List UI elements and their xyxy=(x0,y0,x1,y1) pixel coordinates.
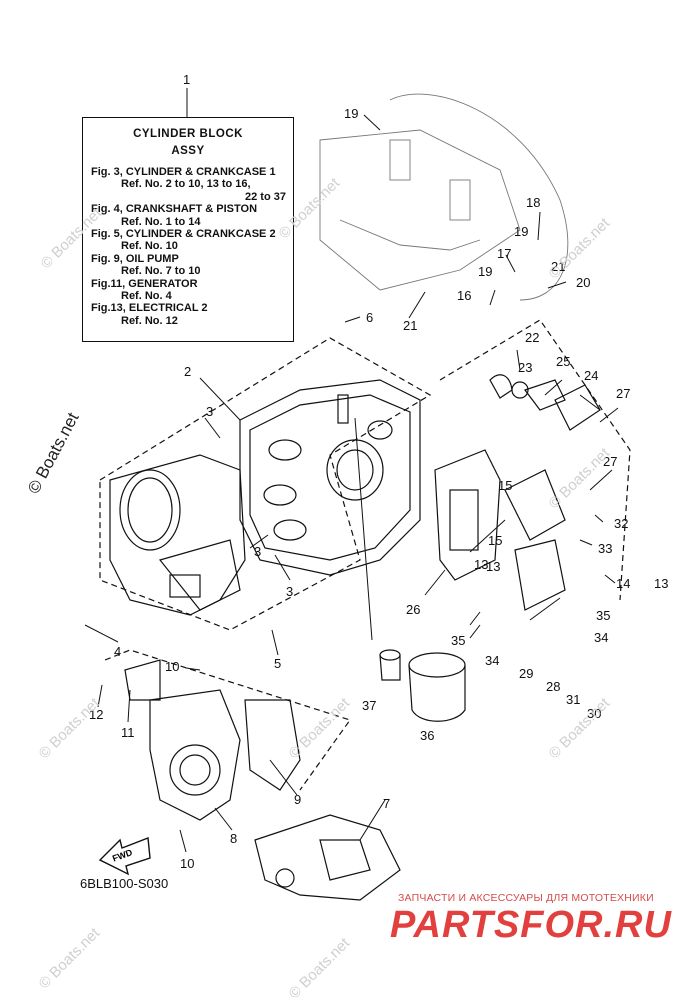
callout-label: 3 xyxy=(254,544,261,559)
callout-label: 19 xyxy=(478,264,492,279)
legend-box: CYLINDER BLOCK ASSY Fig. 3, CYLINDER & C… xyxy=(82,117,294,342)
callout-label: 8 xyxy=(230,831,237,846)
legend-line: Ref. No. 7 to 10 xyxy=(121,265,201,278)
callout-label: 30 xyxy=(587,706,601,721)
brand-tagline: ЗАПЧАСТИ И АКСЕССУАРЫ ДЛЯ МОТОТЕХНИКИ xyxy=(398,892,654,904)
callout-label: 21 xyxy=(551,259,565,274)
legend-line: Fig. 9, OIL PUMP xyxy=(91,252,179,265)
legend-line: Fig. 4, CRANKSHAFT & PISTON xyxy=(91,203,258,216)
legend-line: 22 to 37 xyxy=(245,190,286,203)
callout-label: 14 xyxy=(616,576,630,591)
callout-label: 36 xyxy=(420,728,434,743)
callout-label: 34 xyxy=(594,630,608,645)
callout-label: 28 xyxy=(546,679,560,694)
callout-label: 11 xyxy=(121,725,135,740)
callout-label: 27 xyxy=(603,454,617,469)
fwd-label: FWD xyxy=(111,847,134,864)
leader-lines xyxy=(84,88,619,853)
callout-label: 19 xyxy=(514,224,528,239)
callout-label: 4 xyxy=(114,644,121,659)
callout-label: 3 xyxy=(206,404,213,419)
callout-label: 27 xyxy=(616,386,630,401)
callout-label: 22 xyxy=(525,330,539,345)
callout-label: 12 xyxy=(89,707,103,722)
callout-label: 34 xyxy=(485,653,499,668)
callout-label: 24 xyxy=(584,368,598,383)
cylinder-block xyxy=(239,379,421,576)
cover-gasket-26 xyxy=(434,449,501,581)
callout-label: 3 xyxy=(286,584,293,599)
oil-pump-cover xyxy=(124,659,301,821)
legend-line: Ref. No. 4 xyxy=(121,290,172,303)
callout-label: 2 xyxy=(184,364,191,379)
diagram-code: 6BLB100-S030 xyxy=(80,876,169,891)
fwd-arrow xyxy=(98,837,151,876)
callout-label: 10 xyxy=(180,856,194,871)
callout-label: 13 xyxy=(654,576,668,591)
legend-line: Ref. No. 1 to 14 xyxy=(121,215,201,228)
oil-filter xyxy=(379,649,466,722)
callout-label: 7 xyxy=(383,796,390,811)
bottom-gasket xyxy=(254,814,401,901)
callout-label: 9 xyxy=(294,792,301,807)
callout-label: 13 xyxy=(474,557,488,572)
brand-logo: PARTSFOR.RU xyxy=(390,904,672,946)
callout-label: 25 xyxy=(556,354,570,369)
callout-label: 33 xyxy=(598,541,612,556)
callout-label: 10 xyxy=(165,659,179,674)
callout-label: 15 xyxy=(488,533,502,548)
assembly-dashed-lower xyxy=(104,649,351,791)
callout-label: 37 xyxy=(362,698,376,713)
callout-label: 17 xyxy=(497,246,511,261)
legend-line: Fig. 5, CYLINDER & CRANKCASE 2 xyxy=(91,228,276,241)
thermostat-parts xyxy=(489,374,601,611)
callout-label: 1 xyxy=(183,72,190,87)
callout-label: 6 xyxy=(366,310,373,325)
callout-label: 35 xyxy=(451,633,465,648)
callout-label: 19 xyxy=(344,106,358,121)
legend-line: Fig.11, GENERATOR xyxy=(91,277,198,290)
callout-label: 31 xyxy=(566,692,580,707)
callout-label: 35 xyxy=(596,608,610,623)
callout-label: 21 xyxy=(403,318,417,333)
legend-line: Fig.13, ELECTRICAL 2 xyxy=(91,302,208,315)
legend-line: Ref. No. 10 xyxy=(121,240,178,253)
crankcase xyxy=(109,454,246,616)
callout-label: 13 xyxy=(486,559,500,574)
legend-title-1: CYLINDER BLOCK xyxy=(133,128,243,140)
callout-label: 20 xyxy=(576,275,590,290)
assembly-dashed-outline xyxy=(99,337,432,631)
legend-line: Fig. 3, CYLINDER & CRANKCASE 1 xyxy=(91,166,276,178)
callout-labels: 1 2 3 3 3 4 5 6 7 8 9 10 10 11 12 13 13 … xyxy=(89,72,668,871)
callout-label: 23 xyxy=(518,360,532,375)
legend-title-2: ASSY xyxy=(171,145,205,157)
callout-label: 26 xyxy=(406,602,420,617)
legend-line: Ref. No. 12 xyxy=(121,314,178,327)
callout-label: 16 xyxy=(457,288,471,303)
callout-label: 29 xyxy=(519,666,533,681)
callout-label: 15 xyxy=(498,478,512,493)
callout-label: 32 xyxy=(614,516,628,531)
legend-line: Ref. No. 2 to 10, 13 to 16, xyxy=(121,178,251,191)
callout-label: 18 xyxy=(526,195,540,210)
callout-label: 5 xyxy=(274,656,281,671)
